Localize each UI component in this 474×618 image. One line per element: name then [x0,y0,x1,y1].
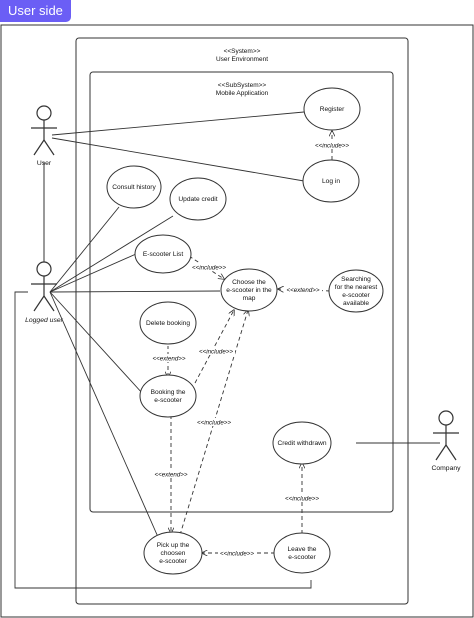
actor-user[interactable]: User [31,105,57,167]
system-name: User Environment [216,56,268,63]
use-case-searching-nearest[interactable]: Searching for the nearest e-scooter avai… [328,269,384,313]
svg-text:e-scooter in the: e-scooter in the [226,287,272,294]
svg-text:e-scooter: e-scooter [288,554,316,561]
page-frame [0,24,474,618]
use-case-update-credit[interactable]: Update credit [169,177,227,221]
svg-text:e-scooter: e-scooter [159,558,187,565]
svg-text:e-scooter: e-scooter [154,397,182,404]
subsystem-stereotype: <<SubSystem>> [218,82,267,89]
svg-text:Delete booking: Delete booking [146,320,190,327]
delete-extend-label: <<extend>> [152,356,185,363]
subsystem-name: Mobile Application [216,90,269,97]
actor-company-head-icon [438,410,454,426]
svg-text:available: available [343,300,369,307]
svg-text:for the nearest: for the nearest [335,284,378,291]
actor-user-label: User [37,160,52,167]
use-case-choose-escooter[interactable]: Choose the e-scooter in the map [220,268,278,312]
actor-logged-user-head-icon [36,261,52,277]
relation-labels: <<include>> <<include>> <<extend>> <<ext… [150,141,351,558]
association-lines [14,111,440,589]
svg-text:Consult history: Consult history [112,184,156,191]
svg-text:Choose the: Choose the [232,279,266,286]
use-case-register[interactable]: Register [303,87,361,131]
withdrawn-include-label: <<include>> [285,496,319,503]
svg-text:Booking the: Booking the [151,389,186,396]
actor-company[interactable]: Company [431,410,461,472]
svg-text:map: map [243,295,256,302]
search-extend-label: <<extend>> [286,287,319,294]
svg-text:E-scooter List: E-scooter List [143,251,183,258]
svg-text:Credit withdrawn: Credit withdrawn [277,440,326,447]
svg-text:e-scooter: e-scooter [342,292,370,299]
use-case-delete-booking[interactable]: Delete booking [139,301,197,345]
use-case-pick-up-escooter[interactable]: Pick up the choosen e-scooter [143,531,203,575]
leave-include-label: <<include>> [220,551,254,558]
actor-company-label: Company [431,465,461,472]
use-case-escooter-list[interactable]: E-scooter List [134,234,192,274]
diagram-tab-label[interactable]: User side [0,0,71,22]
use-case-consult-history[interactable]: Consult history [106,165,162,209]
register-include-label: <<include>> [315,143,349,150]
actor-logged-user[interactable]: Logged user [25,261,64,324]
use-case-booking-escooter[interactable]: Booking the e-scooter [139,374,197,418]
actor-user-head-icon [36,105,52,121]
booking-include-label: <<include>> [199,349,233,356]
list-include-label: <<include>> [192,265,226,272]
system-stereotype: <<System>> [224,48,261,55]
pickup-extend-label: <<extend>> [154,472,187,479]
svg-text:Log in: Log in [322,178,340,185]
system-boundary [75,37,409,605]
use-case-log-in[interactable]: Log in [302,159,360,203]
svg-text:Pick up the: Pick up the [157,542,190,549]
pickup-include-label: <<include>> [197,420,231,427]
svg-text:choosen: choosen [161,550,186,557]
svg-text:Update credit: Update credit [178,196,217,203]
use-case-credit-withdrawn[interactable]: Credit withdrawn [272,421,332,465]
svg-text:Searching: Searching [341,276,371,283]
use-case-leave-escooter[interactable]: Leave the e-scooter [273,532,331,574]
svg-text:Leave the: Leave the [288,546,317,553]
svg-text:Register: Register [320,106,345,113]
actor-logged-user-label: Logged user [25,317,64,324]
